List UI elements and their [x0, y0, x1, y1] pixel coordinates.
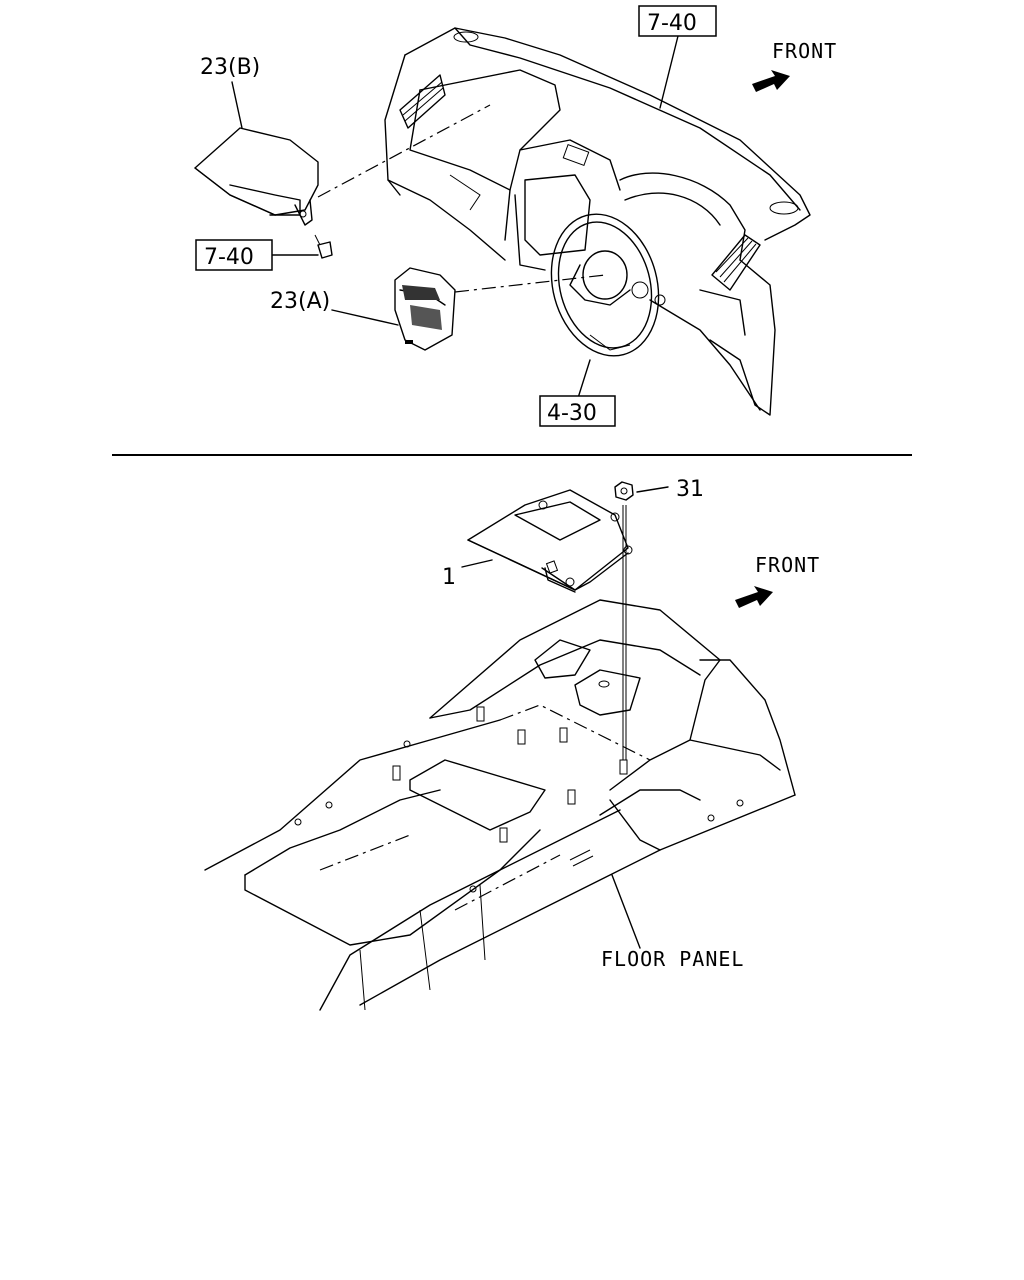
- steering-wheel-drawing: [550, 213, 666, 357]
- front-label-bottom: FRONT: [755, 553, 820, 577]
- front-arrow-bottom: [735, 586, 773, 608]
- bottom-leader-lines: [461, 486, 669, 949]
- ref-box-instrument-panel: [638, 5, 717, 37]
- instrument-panel-drawing: [384, 27, 811, 416]
- ref-steering-wheel[interactable]: 4-30: [547, 401, 597, 426]
- sensor-unit-drawing: [467, 489, 633, 593]
- passenger-airbag-drawing: [194, 127, 333, 259]
- ref-instrument-panel[interactable]: 7-40: [647, 11, 697, 36]
- label-23a: 23(A): [270, 289, 330, 314]
- front-arrow-top: [752, 70, 790, 92]
- driver-airbag-drawing: [394, 267, 456, 351]
- floor-panel-label: FLOOR PANEL: [601, 947, 744, 971]
- top-leader-lines: [231, 35, 679, 399]
- floor-panel-drawing: [204, 599, 796, 1011]
- ref-box-steering-wheel: [539, 395, 616, 427]
- nut-drawing: [614, 481, 634, 760]
- ref-bolt[interactable]: 7-40: [204, 245, 254, 270]
- label-23b: 23(B): [200, 55, 260, 80]
- label-1: 1: [442, 565, 456, 590]
- label-31: 31: [676, 477, 704, 502]
- ref-box-bolt: [195, 239, 273, 271]
- front-label-top: FRONT: [772, 39, 837, 63]
